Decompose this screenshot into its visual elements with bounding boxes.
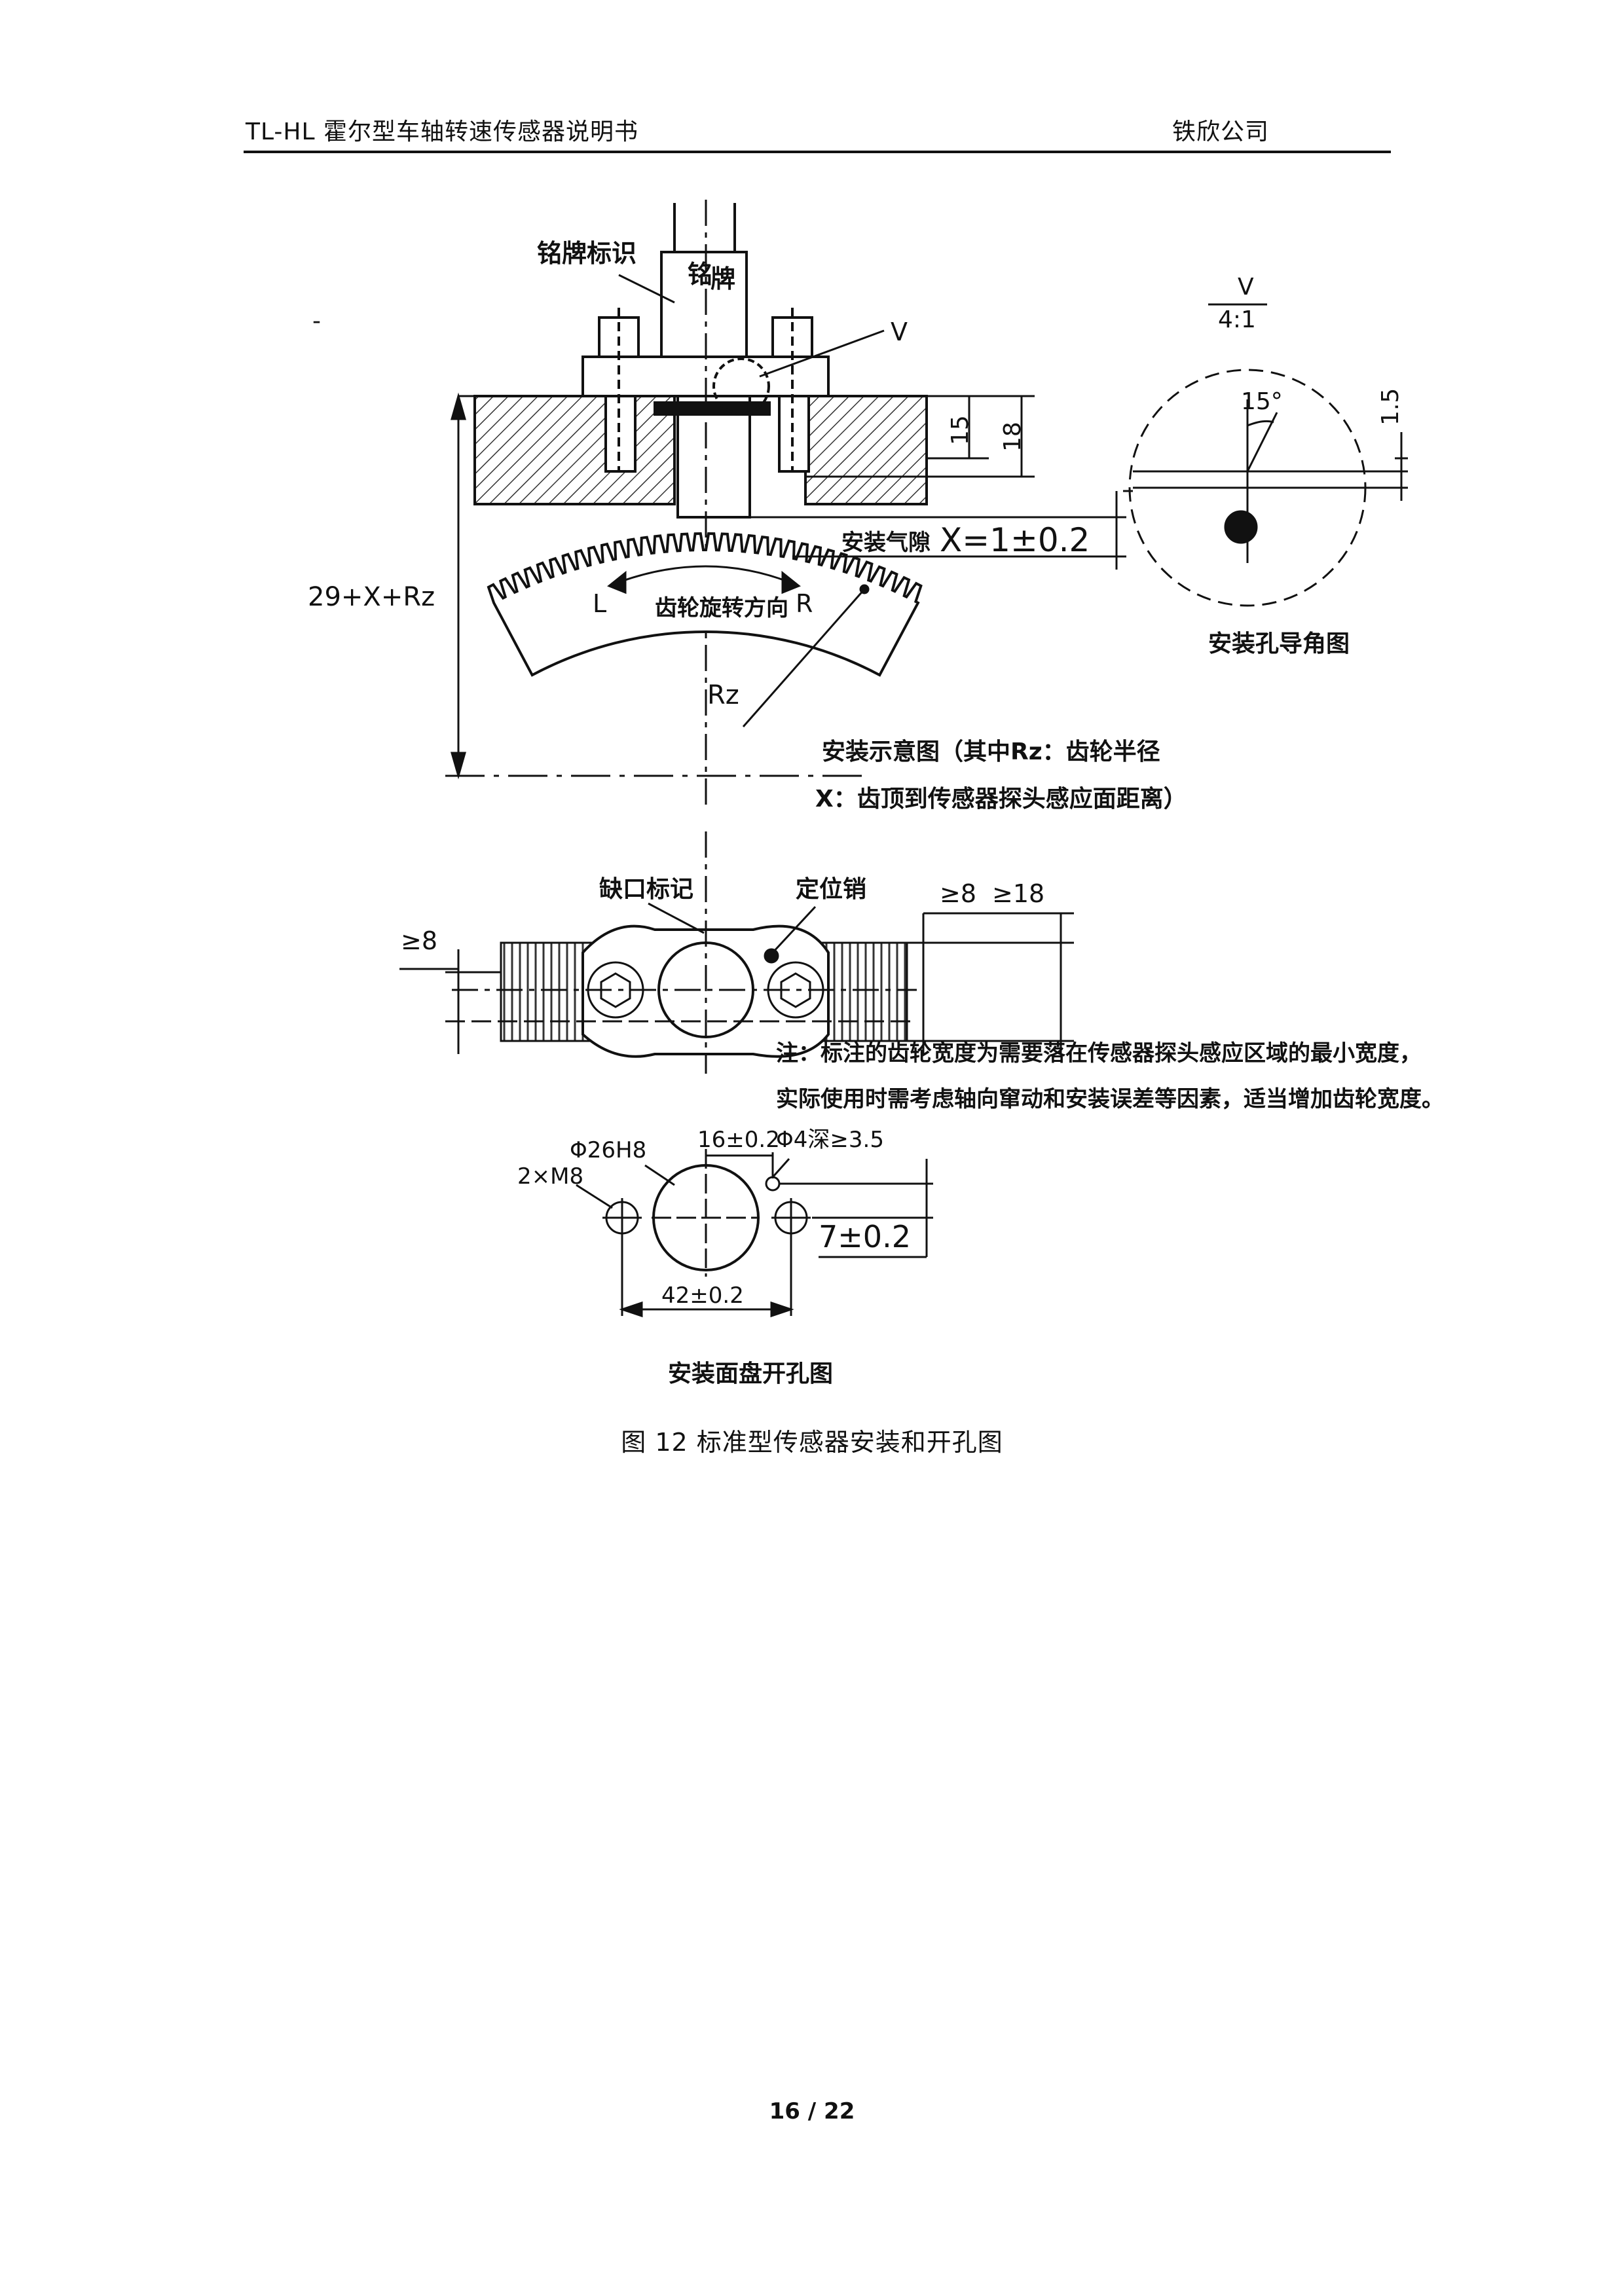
detail-marker-label: V xyxy=(891,318,908,346)
min-8-right: ≥8 xyxy=(940,879,976,908)
legend-line-1: 安装示意图（其中Rz：齿轮半径 xyxy=(822,738,1160,765)
legend-line-2: X：齿顶到传感器探头感应面距离） xyxy=(815,786,1187,812)
gear-rotation xyxy=(607,565,870,727)
panel-cutout xyxy=(576,1149,933,1318)
page-number: 16 / 22 xyxy=(769,2098,855,2124)
detail-title-scale: 4:1 xyxy=(1218,306,1256,333)
nameplate-char-2: 牌 xyxy=(710,264,735,293)
mounting-plate xyxy=(473,395,928,505)
hole-m8-label: 2×M8 xyxy=(517,1163,583,1190)
gear-arc xyxy=(487,532,923,677)
header-company: 铁欣公司 xyxy=(1172,118,1270,145)
min-8-left: ≥8 xyxy=(401,926,437,955)
hole-42-label: 42±0.2 xyxy=(661,1283,744,1309)
header-rule xyxy=(244,151,1391,153)
note-line-1: 注：标注的齿轮宽度为需要落在传感器探头感应区域的最小宽度， xyxy=(776,1040,1422,1066)
pin-label: 定位销 xyxy=(796,876,866,903)
detail-view xyxy=(1128,303,1408,607)
dim-total-label: 29+X+Rz xyxy=(308,582,435,612)
dim-18-label: 18 xyxy=(999,422,1026,452)
notch-label: 缺口标记 xyxy=(599,876,693,903)
dimension-lines xyxy=(445,392,1133,780)
detail-caption: 安装孔导角图 xyxy=(1208,630,1350,657)
hole-phi26-label: Φ26H8 xyxy=(570,1137,646,1163)
panel-caption: 安装面盘开孔图 xyxy=(668,1360,833,1387)
hole-phi4-label: Φ4深≥3.5 xyxy=(776,1127,884,1153)
direction-right: R xyxy=(796,589,813,618)
note-line-2: 实际使用时需考虑轴向窜动和安装误差等因素，适当增加齿轮宽度。 xyxy=(776,1086,1444,1112)
figure-caption: 图 12 标准型传感器安装和开孔图 xyxy=(621,1428,1003,1457)
air-gap-label: 安装气隙 xyxy=(841,530,931,556)
detail-title-top: V xyxy=(1238,274,1254,301)
nameplate-char-1: 铭 xyxy=(688,260,712,289)
direction-left: L xyxy=(593,589,606,618)
top-view xyxy=(399,831,1074,1074)
hole-16-label: 16±0.2 xyxy=(697,1127,780,1153)
detail-angle-label: 15° xyxy=(1241,388,1283,415)
header-title: TL-HL 霍尔型车轴转速传感器说明书 xyxy=(246,118,638,145)
hole-7-label: 7±0.2 xyxy=(819,1219,911,1254)
min-18: ≥18 xyxy=(992,879,1044,908)
detail-dim-label: 1.5 xyxy=(1377,388,1404,426)
dim-15-label: 15 xyxy=(947,415,974,445)
rotation-label: 齿轮旋转方向 xyxy=(655,595,788,621)
gear-teeth xyxy=(487,532,923,677)
air-gap-value: X=1±0.2 xyxy=(940,521,1090,559)
stray-mark: - xyxy=(312,308,321,335)
nameplate-label: 铭牌标识 xyxy=(537,239,637,268)
sensor-body xyxy=(581,200,885,805)
radius-label: Rz xyxy=(707,680,739,710)
